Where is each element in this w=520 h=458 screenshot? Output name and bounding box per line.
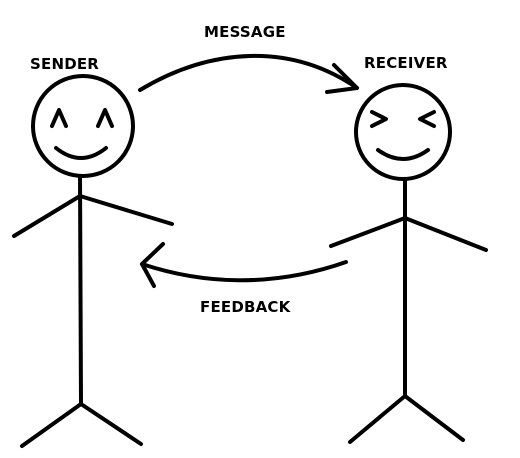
receiver-head	[354, 83, 452, 181]
sender-head	[31, 74, 135, 178]
receiver-right-eye	[418, 110, 436, 128]
sender-label: SENDER	[30, 55, 100, 73]
message-label: MESSAGE	[204, 23, 286, 41]
feedback-label: FEEDBACK	[200, 298, 291, 316]
sender-legs	[20, 402, 143, 448]
receiver-label: RECEIVER	[364, 54, 448, 72]
feedback-arrow	[140, 242, 348, 288]
receiver-legs	[348, 394, 465, 444]
receiver-figure	[329, 83, 488, 444]
sender-smile	[54, 146, 108, 160]
sender-figure	[12, 74, 174, 448]
receiver-smile	[376, 148, 430, 161]
sender-arms	[12, 194, 174, 238]
sender-left-eye	[50, 108, 68, 128]
sender-right-eye	[96, 108, 114, 128]
sender-body	[78, 174, 83, 406]
receiver-left-eye	[370, 110, 388, 128]
receiver-arms	[329, 216, 488, 252]
message-arrow	[138, 54, 359, 94]
